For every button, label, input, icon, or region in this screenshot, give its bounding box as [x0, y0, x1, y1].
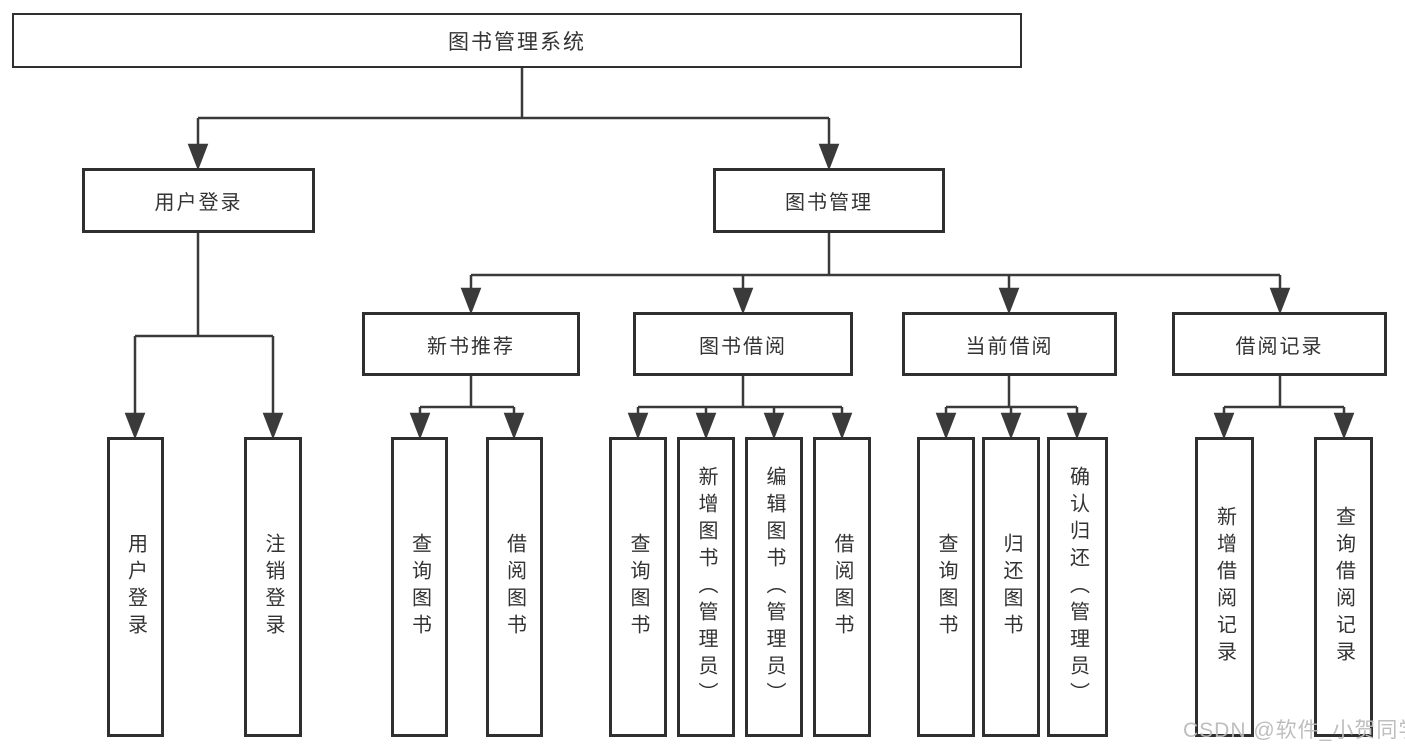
node-root-system: 图书管理系统: [12, 13, 1022, 68]
leaf-logout: 注销登录: [244, 437, 302, 737]
connector-new-book-recommend-to-leaves: [409, 376, 525, 440]
node-label: 新书推荐: [427, 335, 515, 358]
node-new-book-recommend: 新书推荐: [362, 312, 580, 376]
node-label: 当前借阅: [965, 335, 1054, 358]
node-user-login: 用户登录: [82, 168, 315, 233]
connector-current-borrow-to-leaves: [935, 376, 1088, 440]
leaf-label: 借阅图书: [503, 533, 526, 641]
leaf-label: 归还图书: [1000, 533, 1022, 641]
node-label: 图书管理: [785, 192, 873, 214]
leaf-query-books-3: 查询图书: [917, 437, 975, 737]
leaf-label: 查询借阅记录: [1332, 506, 1355, 668]
leaf-label: 用户登录: [124, 533, 147, 641]
node-label: 图书借阅: [699, 335, 787, 358]
node-book-management: 图书管理: [713, 168, 945, 233]
leaf-confirm-return-admin: 确认归还（管理员）: [1047, 437, 1108, 737]
leaf-label: 确认归还（管理员）: [1066, 465, 1089, 709]
leaf-return-book: 归还图书: [982, 437, 1040, 737]
node-current-borrow: 当前借阅: [902, 312, 1117, 376]
leaf-query-books-2: 查询图书: [609, 437, 667, 737]
leaf-label: 新增图书（管理员）: [695, 465, 717, 709]
node-label: 借阅记录: [1235, 335, 1324, 358]
leaf-add-borrow-record: 新增借阅记录: [1195, 437, 1254, 737]
leaf-label: 查询图书: [408, 533, 431, 641]
leaf-edit-book-admin: 编辑图书（管理员）: [745, 437, 803, 737]
leaf-label: 借阅图书: [831, 533, 853, 641]
watermark: CSDN @软件_小贺同学: [1183, 719, 1405, 742]
leaf-add-book-admin: 新增图书（管理员）: [677, 437, 735, 737]
node-borrow-records: 借阅记录: [1172, 312, 1387, 376]
leaf-label: 查询图书: [935, 533, 957, 641]
connector-borrow-records-to-leaves: [1213, 376, 1355, 440]
leaf-user-login: 用户登录: [107, 437, 164, 737]
node-label: 用户登录: [154, 192, 243, 214]
connector-user-login-to-leaves: [124, 233, 284, 440]
node-label: 图书管理系统: [448, 30, 586, 54]
leaf-query-borrow-record: 查询借阅记录: [1314, 437, 1373, 737]
leaf-label: 编辑图书（管理员）: [763, 465, 785, 709]
node-book-borrow: 图书借阅: [633, 312, 853, 376]
leaf-label: 注销登录: [262, 533, 284, 641]
leaf-label: 查询图书: [627, 533, 649, 641]
leaf-query-books-1: 查询图书: [391, 437, 448, 737]
connector-book-borrow-to-leaves: [627, 376, 853, 440]
leaf-borrow-books-2: 借阅图书: [813, 437, 871, 737]
connector-book-management-to-level3: [460, 233, 1291, 315]
connector-root-to-level2: [187, 68, 840, 171]
leaf-borrow-books-1: 借阅图书: [486, 437, 543, 737]
leaf-label: 新增借阅记录: [1213, 506, 1236, 668]
